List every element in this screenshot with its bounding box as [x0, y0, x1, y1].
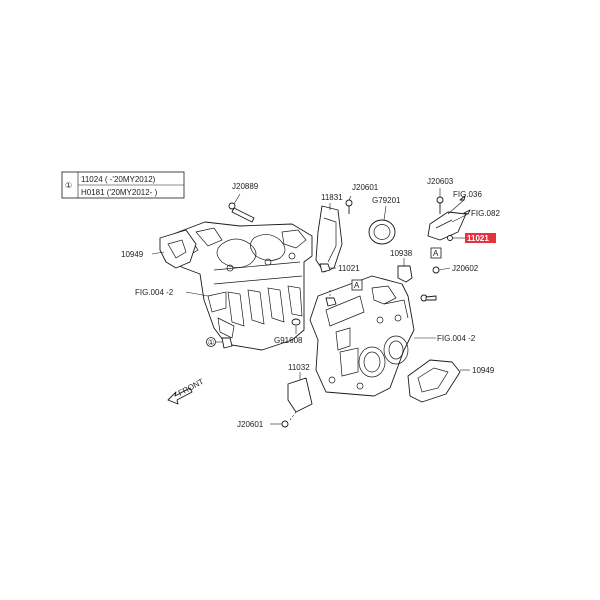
legend-row-2: H0181 ('20MY2012- )	[81, 188, 158, 197]
label-front: FRONT	[177, 377, 206, 398]
label-11032: 11032	[288, 363, 310, 372]
highlight-11021[interactable]: 11021	[465, 233, 496, 243]
legend-marker: ①	[65, 181, 72, 190]
gasket-10949-left	[159, 229, 197, 269]
bracket-11032	[287, 372, 313, 421]
label-fig082: FIG.082	[471, 209, 500, 218]
label-j20889: J20889	[232, 182, 259, 191]
cover-11831	[315, 203, 343, 273]
label-fig004-left: FIG.004 -2	[135, 288, 174, 297]
label-11021: 11021	[338, 264, 360, 273]
label-fig036: FIG.036	[453, 190, 482, 199]
label-11021-highlight: 11021	[467, 234, 489, 243]
bolt-j20889	[228, 193, 255, 223]
legend-box: ① 11024 ( -'20MY2012) H0181 ('20MY2012- …	[61, 171, 185, 199]
label-g91608: G91608	[274, 336, 303, 345]
plug-marker-left: ①	[206, 337, 233, 349]
ref-a-top: A	[430, 247, 442, 259]
label-j20602: J20602	[452, 264, 479, 273]
bolt-j20603	[436, 188, 444, 214]
label-fig004-right: FIG.004 -2	[437, 334, 476, 343]
svg-text:①: ①	[208, 338, 215, 347]
nut-11021	[319, 263, 336, 273]
label-10938: 10938	[390, 249, 413, 258]
sensor-10938	[397, 258, 413, 283]
label-j20601-bottom: J20601	[237, 420, 264, 429]
bolt-j20602	[432, 266, 451, 274]
svg-text:A: A	[354, 281, 360, 290]
label-j20601-top: J20601	[352, 183, 379, 192]
gasket-10949-right	[407, 359, 470, 403]
bolt-j20601-bottom	[270, 420, 289, 428]
label-11831: 11831	[321, 193, 343, 202]
legend-row-1: 11024 ( -'20MY2012)	[81, 175, 156, 184]
front-arrow-icon	[167, 387, 193, 405]
bolt-right-side	[420, 294, 437, 302]
right-crankcase-half	[309, 275, 415, 397]
left-crankcase-half	[167, 221, 313, 351]
svg-text:A: A	[433, 249, 439, 258]
label-g79201: G79201	[372, 196, 401, 205]
oil-seal-g79201	[368, 205, 396, 245]
label-10949-left: 10949	[121, 250, 144, 259]
nut-block-top	[325, 290, 337, 307]
plug-g91608	[291, 318, 301, 334]
bolt-j20601-top	[345, 195, 353, 214]
label-10949-right: 10949	[472, 366, 495, 375]
oil-pipe-bracket	[427, 195, 471, 241]
ref-a-block: A	[351, 279, 363, 291]
label-j20603: J20603	[427, 177, 454, 186]
